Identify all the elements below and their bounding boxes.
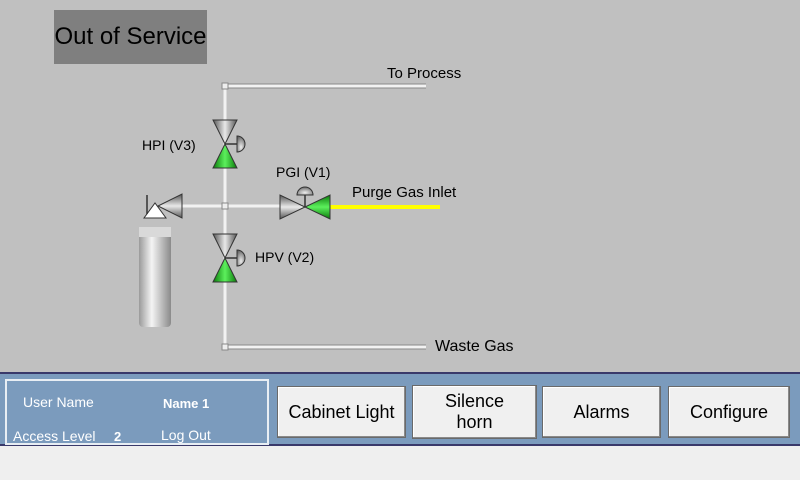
configure-button[interactable]: Configure — [668, 386, 790, 438]
process-diagram — [139, 82, 440, 351]
label-waste-gas: Waste Gas — [435, 338, 514, 355]
pipe-outlines — [226, 83, 426, 350]
alarms-button[interactable]: Alarms — [542, 386, 661, 438]
pipe-network — [166, 84, 426, 349]
access-level-value: 2 — [114, 429, 122, 444]
label-hpv-v2: HPV (V2) — [255, 249, 315, 265]
label-pgi-v1: PGI (V1) — [276, 164, 331, 180]
user-name-label: User Name — [23, 394, 94, 410]
silence-horn-button[interactable]: Silence horn — [412, 385, 537, 439]
bottom-bar — [0, 446, 800, 480]
user-info-box: User Name Name 1 Access Level 2 Log Out — [5, 379, 269, 445]
label-hpi-v3: HPI (V3) — [142, 137, 196, 153]
control-panel: User Name Name 1 Access Level 2 Log Out … — [0, 372, 800, 446]
label-purge-gas-inlet: Purge Gas Inlet — [352, 184, 457, 201]
label-to-process: To Process — [387, 65, 462, 82]
cabinet-light-button[interactable]: Cabinet Light — [277, 386, 406, 438]
user-name-value: Name 1 — [163, 396, 210, 411]
cylinder-valve[interactable] — [143, 193, 183, 219]
valve-pgi-v1[interactable] — [279, 186, 331, 220]
pipe-joint-bottom — [221, 343, 229, 351]
gas-cylinder — [139, 227, 171, 327]
valve-hpi-v3[interactable] — [212, 119, 246, 169]
valve-hpv-v2[interactable] — [212, 233, 246, 283]
pipe-joint-mid — [221, 202, 229, 210]
pipe-joint-top — [221, 82, 229, 90]
logout-link[interactable]: Log Out — [161, 427, 211, 443]
access-level-label: Access Level — [13, 428, 96, 444]
status-indicator: Out of Service — [54, 10, 207, 64]
